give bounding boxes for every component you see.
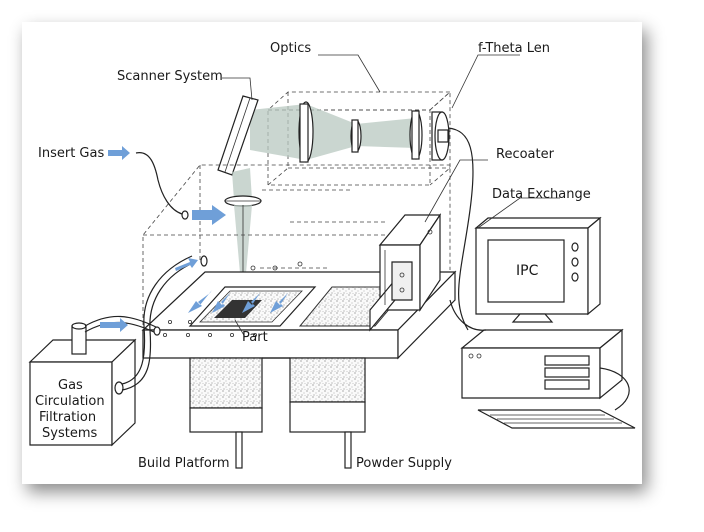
scan-lens [224,195,262,207]
gas-flow-arrows [188,290,290,313]
laser-beam-optics [250,104,416,160]
label-gas-line-3: Filtration [39,410,96,425]
label-data-exchange: Data Exchange [492,187,591,202]
gas-circulation-box [28,322,137,447]
leader-lines [222,54,560,338]
laser-beam-down [232,168,252,200]
scanner-mirror [217,95,259,176]
label-optics: Optics [270,41,311,56]
label-build-platform: Build Platform [138,456,230,471]
label-gas-line-1: Gas [58,378,83,393]
insert-gas-line [108,146,226,225]
label-gas-line-4: Systems [42,426,97,441]
label-scanner-system: Scanner System [117,69,223,84]
label-powder-supply: Powder Supply [356,456,452,471]
label-recoater: Recoater [496,147,555,162]
label-f-theta-lens: f-Theta Len [478,41,550,56]
chamber-rail-holes [250,261,303,271]
cables [447,127,630,411]
ipc-tower [460,328,624,400]
keyboard [477,409,636,429]
build-cylinder [189,357,290,469]
f-theta-lens [431,111,450,161]
ipc-monitor [474,216,602,323]
label-part: Part [242,330,268,345]
pipe-flow-arrows [100,258,198,332]
gas-pipes [84,255,208,391]
process-chamber [142,164,451,325]
table-edge-holes [162,319,257,337]
label-ipc: IPC [516,263,539,279]
label-insert-gas: Insert Gas [38,146,104,161]
label-gas-line-2: Circulation [35,394,105,409]
recoater [369,213,442,332]
powder-cylinder [289,357,366,469]
optics-lenses [298,101,423,163]
